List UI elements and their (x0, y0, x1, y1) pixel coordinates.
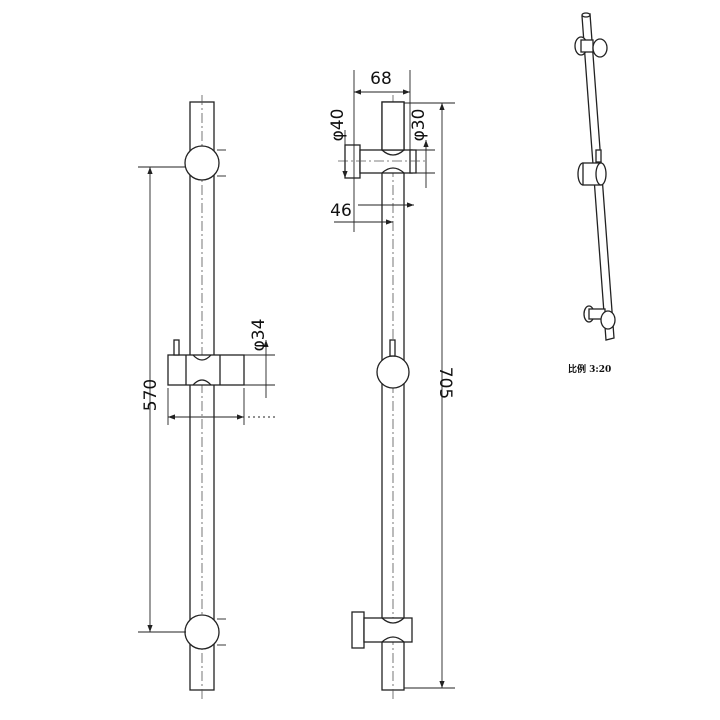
bottom-bracket (583, 305, 616, 330)
top-bracket (574, 36, 608, 58)
perspective-view: 比例 3:20 (568, 12, 616, 375)
scale-label: 比例 3:20 (568, 363, 611, 375)
dim-46: 46 (330, 201, 352, 221)
slider (167, 339, 245, 386)
bottom-bracket (351, 611, 413, 649)
dim-705: 705 (435, 367, 455, 399)
dim-phi30: φ30 (409, 109, 429, 142)
front-view: 570 φ34 (138, 95, 275, 700)
slider-knob (376, 355, 410, 389)
top-bracket (184, 145, 220, 181)
dim-68: 68 (370, 69, 392, 89)
dim-phi40: φ40 (328, 109, 348, 142)
dim-570: 570 (141, 379, 161, 411)
bottom-bracket (184, 614, 220, 650)
side-view: 68 φ40 φ30 46 705 (328, 69, 455, 700)
dim-phi34: φ34 (249, 319, 269, 352)
top-bracket (344, 101, 417, 179)
slider (577, 149, 607, 186)
